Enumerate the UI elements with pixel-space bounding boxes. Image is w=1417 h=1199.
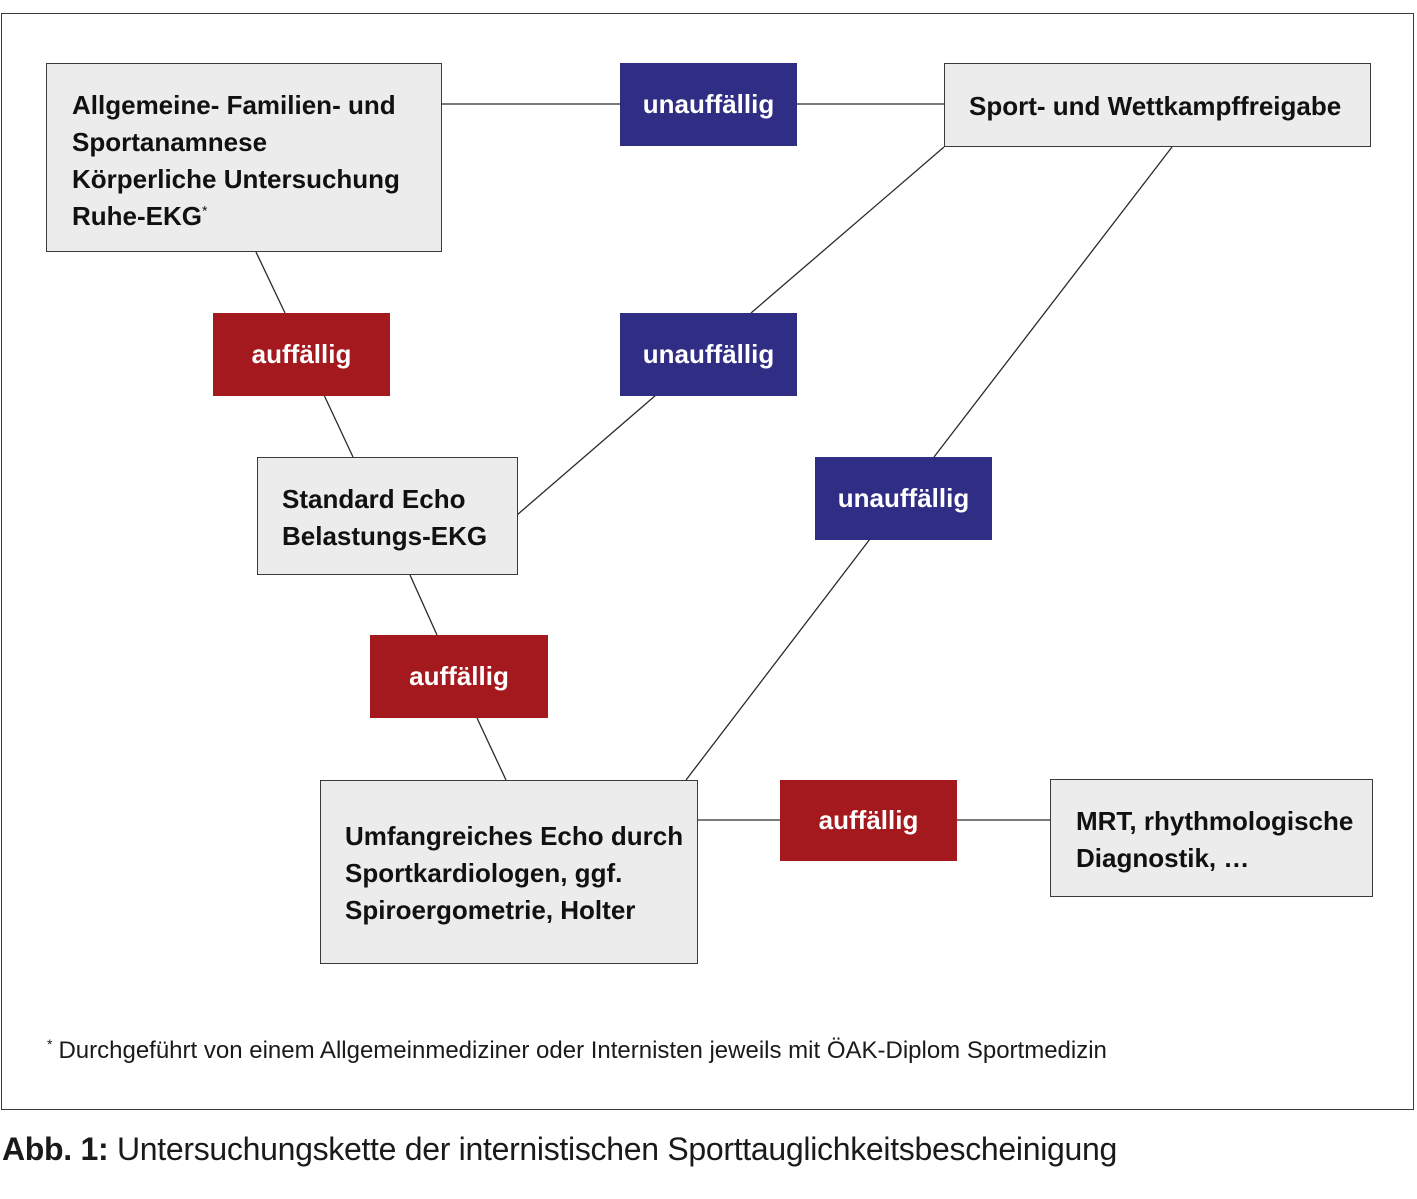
badge-auffaellig-3: auffällig <box>780 780 957 861</box>
connector-standard-echo-to-auffaellig <box>409 574 438 636</box>
box-standard-echo: Standard Echo Belastungs-EKG <box>257 457 518 575</box>
umfangreich-line-3: Spiroergometrie, Holter <box>345 895 636 925</box>
badge-unauffaellig-right: unauffällig <box>815 457 992 540</box>
footnote-mark: * <box>202 202 208 219</box>
anamnese-line-2: Sportanamnese <box>72 127 268 157</box>
anamnese-line-1: Allgemeine- Familien- und <box>72 90 396 120</box>
box-anamnese: Allgemeine- Familien- und Sportanamnese … <box>46 63 442 252</box>
badge-unauffaellig-top: unauffällig <box>620 63 797 146</box>
umfangreich-line-1: Umfangreiches Echo durch <box>345 821 684 851</box>
connector-unauffaellig-right-to-umfangreich <box>685 538 871 781</box>
figure-caption: Abb. 1: Untersuchungskette der internist… <box>2 1131 1117 1168</box>
box-freigabe: Sport- und Wettkampffreigabe <box>944 63 1371 147</box>
umfangreich-line-2: Sportkardiologen, ggf. <box>345 858 623 888</box>
anamnese-line-3: Körperliche Untersuchung <box>72 164 400 194</box>
standard-echo-line-2: Belastungs-EKG <box>282 521 488 551</box>
connector-auffaellig-to-standard-echo <box>323 394 354 458</box>
badge-unauffaellig-mid: unauffällig <box>620 313 797 396</box>
anamnese-line-4: Ruhe-EKG* <box>72 198 441 235</box>
connector-auffaellig-to-umfangreich <box>476 717 507 781</box>
connector-unauffaellig-mid-to-standard-echo <box>516 394 657 516</box>
anamnese-line-4-text: Ruhe-EKG <box>72 201 202 231</box>
badge-auffaellig-2: auffällig <box>370 635 548 718</box>
caption-text: Untersuchungskette der internistischen S… <box>116 1131 1117 1167</box>
mrt-line-2: Diagnostik, … <box>1076 843 1250 873</box>
badge-auffaellig-1: auffällig <box>213 313 390 396</box>
connector-freigabe-to-unauffaellig-right <box>933 146 1173 458</box>
footnote: * Durchgeführt von einem Allgemeinmedizin… <box>47 1037 1107 1065</box>
box-umfangreiches-echo: Umfangreiches Echo durch Sportkardiologe… <box>320 780 698 964</box>
footnote-asterisk: * <box>47 1036 53 1052</box>
footnote-text: Durchgeführt von einem Allgemeinmedizine… <box>58 1037 1107 1064</box>
connector-anamnese-to-auffaellig <box>255 251 286 314</box>
caption-label: Abb. 1: <box>2 1131 109 1167</box>
mrt-line-1: MRT, rhythmologische <box>1076 806 1354 836</box>
freigabe-line-1: Sport- und Wettkampffreigabe <box>969 91 1342 121</box>
box-mrt: MRT, rhythmologische Diagnostik, … <box>1050 779 1373 897</box>
connector-freigabe-to-unauffaellig-mid <box>750 146 945 314</box>
standard-echo-line-1: Standard Echo <box>282 484 466 514</box>
